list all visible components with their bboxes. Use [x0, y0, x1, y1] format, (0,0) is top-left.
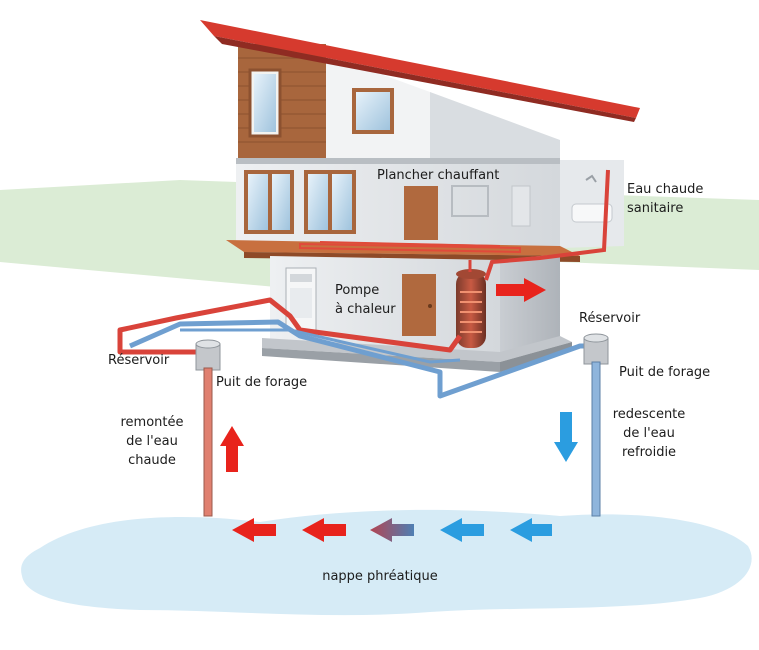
well-left	[203, 367, 213, 517]
hot-water-arrow-up	[220, 426, 244, 472]
label-reservoir-left: Réservoir	[108, 353, 170, 368]
hot-water-arrow-right	[496, 278, 546, 302]
label-sanitaire: sanitaire	[627, 201, 684, 216]
cold-water-arrow-2	[440, 518, 484, 542]
roof	[200, 20, 640, 118]
mixed-water-arrow	[370, 518, 414, 542]
basement-front	[270, 256, 500, 356]
label-remontee-1: remontée	[120, 415, 184, 430]
cold-water-arrow-down	[554, 412, 578, 462]
label-redescente-1: redescente	[612, 407, 686, 422]
reservoir-cap-left	[195, 339, 221, 371]
label-reservoir-right: Réservoir	[579, 311, 641, 326]
label-redescente-2: de l'eau	[623, 426, 675, 441]
label-remontee-2: de l'eau	[126, 434, 178, 449]
basement-side	[500, 254, 560, 356]
interior-door	[404, 186, 438, 240]
floor-heating-coils	[299, 241, 521, 254]
radiator-frame	[451, 185, 489, 217]
hot-pipe	[117, 297, 463, 516]
label-puit-left: Puit de forage	[216, 375, 308, 390]
basement-floor-slab	[262, 336, 572, 362]
hot-water-tank	[456, 269, 486, 348]
label-a-chaleur: à chaleur	[335, 302, 396, 317]
label-pompe: Pompe	[335, 283, 380, 298]
reservoir-cap-right	[583, 333, 609, 365]
well-right	[591, 361, 601, 517]
aquifer-water	[21, 509, 752, 616]
cold-water-arrow-1	[510, 518, 552, 542]
label-remontee-3: chaude	[128, 453, 176, 468]
label-plancher-chauffant: Plancher chauffant	[377, 168, 500, 183]
hot-water-arrow-2	[302, 518, 346, 542]
label-redescente-3: refroidie	[621, 445, 677, 460]
upper-roof-shade	[430, 92, 560, 160]
hot-water-arrow-3	[232, 518, 276, 542]
label-nappe-phreatique: nappe phréatique	[322, 569, 438, 584]
label-puit-right: Puit de forage	[619, 365, 711, 380]
label-eau-chaude: Eau chaude	[627, 182, 704, 197]
